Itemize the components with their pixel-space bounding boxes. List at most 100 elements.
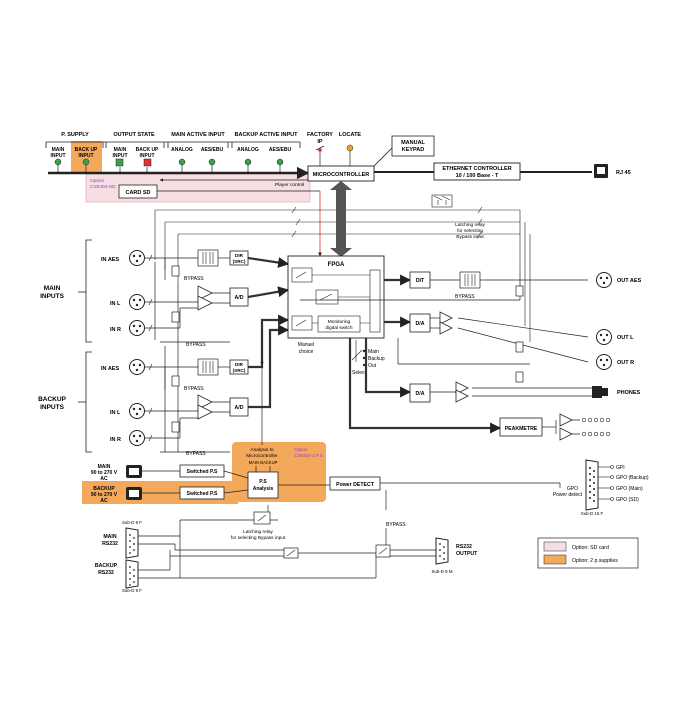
out-main-input-label-1: MAIN xyxy=(114,147,127,153)
psu-main-input-label-1: MAIN xyxy=(52,147,65,153)
manual-choice-label-2: choice xyxy=(299,349,314,355)
fpga-input-buses xyxy=(247,256,290,409)
factory-ip-led xyxy=(318,148,322,152)
backup-bypass-bottom-label: BYPASS xyxy=(186,451,206,457)
rs232-relays xyxy=(253,511,391,559)
psu-backup-input-label-2: INPUT xyxy=(79,153,94,159)
ps-analysis-label-2: Analysis xyxy=(253,486,274,492)
microcontroller-label: MICROCONTROLLER xyxy=(313,172,370,178)
rs232-output-label-1: RS232 xyxy=(456,544,472,550)
rs232-wiring xyxy=(138,490,436,579)
rs232-bypass-label: BYPASS xyxy=(386,522,406,528)
rj45-label: RJ 45 xyxy=(616,170,631,176)
out-main-led xyxy=(115,158,124,167)
backup-rs232-label-1: BACKUP xyxy=(95,563,118,569)
subd9-pins xyxy=(129,534,445,586)
select-out-label: Out xyxy=(368,363,377,369)
main-ac-label-3: AC xyxy=(100,476,108,482)
rs232-relay-label-2: for selecting Bypass input xyxy=(231,535,286,541)
main-inputs-label-2: INPUTS xyxy=(40,293,65,300)
ethernet-label-1: ETHERNET CONTROLLER xyxy=(442,166,511,172)
backup-ac-label-2: 90 to 270 V xyxy=(91,492,118,498)
ps-analysis-label-1: P.S xyxy=(259,479,267,485)
backup-switched-ps-box xyxy=(179,486,225,500)
main-analog-led xyxy=(178,158,186,166)
psu-main-input-label-2: INPUT xyxy=(51,153,66,159)
out-backup-led xyxy=(143,158,152,167)
main-bypass-bottom-label: BYPASS xyxy=(186,342,206,348)
input-brackets xyxy=(78,239,92,453)
analysis-label-2: Microcontroller xyxy=(246,453,278,459)
fpga-label: FPGA xyxy=(328,262,345,268)
ethernet-label-2: 10 / 100 Base - T xyxy=(456,173,499,179)
control-line-ticks xyxy=(291,206,483,238)
main-inputs-label-1: MAIN xyxy=(44,285,61,292)
output-wiring xyxy=(300,270,592,435)
aes-transformer-coils xyxy=(202,252,214,373)
sd-option-label-1: Option xyxy=(90,178,104,184)
main-ac-label-1: MAIN xyxy=(98,464,111,470)
relay-top-label-2: for selecting xyxy=(457,228,483,234)
relay-switches-top xyxy=(431,194,453,208)
out-r-label: OUT R xyxy=(617,360,634,366)
legend-sd-label: Option: SD card xyxy=(572,545,609,551)
out-aes-transformer xyxy=(459,271,481,289)
gpo-main-label: GPO (Main) xyxy=(616,486,643,492)
select-label: Select xyxy=(352,370,367,376)
legend-sd-swatch xyxy=(543,541,567,552)
phones-jack xyxy=(592,386,608,398)
backup-ad-label: A/D xyxy=(235,405,244,411)
main-bypass-label: BYPASS xyxy=(184,276,204,282)
power-detect-label: Power DETECT xyxy=(336,482,375,488)
main-active-input-label: MAIN ACTIVE INPUT xyxy=(171,132,225,138)
rs232-output-label-2: OUTPUT xyxy=(456,551,478,557)
backup-aes-label: AES/EBU xyxy=(269,147,292,153)
out-main-input-label-2: INPUT xyxy=(113,153,128,159)
phones-label: PHONES xyxy=(617,390,641,396)
backup-rs232-label-2: RS232 xyxy=(98,570,114,576)
card-sd-box xyxy=(118,184,158,199)
input-wiring xyxy=(145,257,230,453)
select-main-label: Main xyxy=(368,349,379,355)
backup-bypass-label: BYPASS xyxy=(184,386,204,392)
main-analog-label: ANALOG xyxy=(171,147,193,153)
xlr-pins-in xyxy=(132,254,142,443)
out-backup-input-label-2: INPUT xyxy=(140,153,155,159)
out-aes-label: OUT AES xyxy=(617,278,642,284)
backup-inputs-label-1: BACKUP xyxy=(38,396,66,403)
output-state-label: OUTPUT STATE xyxy=(113,132,155,138)
backup-switched-ps-label: Switched P.S xyxy=(187,491,218,497)
input-amplifiers xyxy=(197,285,213,420)
manual-choice-label-1: Manuel xyxy=(298,342,314,348)
main-aes-led xyxy=(208,158,216,166)
backup-in-aes-label: IN AES xyxy=(101,366,119,372)
dit-label: DIT xyxy=(416,278,425,284)
fpga-internal-switches xyxy=(291,267,381,333)
main-in-aes-label: IN AES xyxy=(101,257,119,263)
main-backup-label: MAIN BACKUP xyxy=(249,460,278,465)
factory-ip-label-2: IP xyxy=(317,139,323,145)
subd15-label: Sub-D 15 F xyxy=(581,511,604,516)
output-relays xyxy=(515,285,524,383)
legend-ps-swatch xyxy=(543,554,567,565)
out-backup-input-label-1: BACK UP xyxy=(136,147,159,153)
backup-in-l-label: IN L xyxy=(110,410,121,416)
fpga-output-buses xyxy=(348,274,502,434)
subd-9f-top-label: Sub-D 9 F xyxy=(122,520,142,525)
ps-option-label-1: Option xyxy=(294,447,308,452)
manual-keypad-label-1: MANUAL xyxy=(401,140,425,146)
subd15-connector xyxy=(585,459,599,511)
main-switched-ps-box xyxy=(179,464,225,478)
player-control-label: Player control xyxy=(275,182,304,188)
legend-ps-label: Option: 2 p.supplies xyxy=(572,558,618,564)
backup-input-highlight xyxy=(71,141,102,173)
xlr-pins-out xyxy=(599,276,609,367)
backup-ac-label-1: BACKUP xyxy=(93,486,115,492)
out-l-label: OUT L xyxy=(617,335,634,341)
monitoring-switch-box xyxy=(317,315,361,333)
psu-main-led xyxy=(54,158,62,166)
manual-keypad-label-2: KEYPAD xyxy=(402,147,425,153)
backup-inputs-label-2: INPUTS xyxy=(40,404,65,411)
peak-leds-top xyxy=(581,417,611,437)
